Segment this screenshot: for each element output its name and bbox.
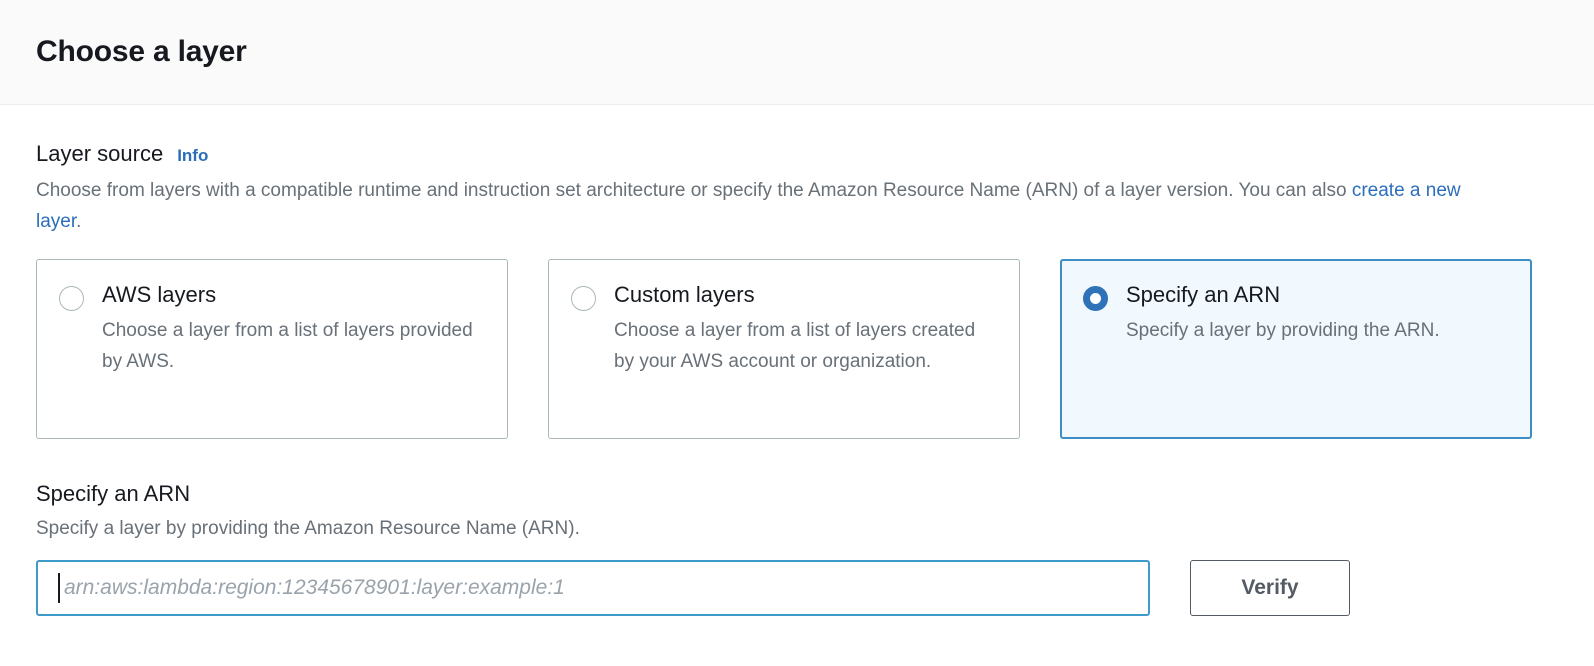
arn-input[interactable] xyxy=(36,560,1150,617)
radio-card-aws-layers-text: AWS layers Choose a layer from a list of… xyxy=(102,282,483,438)
radio-card-aws-layers-description: Choose a layer from a list of layers pro… xyxy=(102,319,473,372)
radio-icon-custom-layers[interactable] xyxy=(571,285,596,311)
layer-source-description: Choose from layers with a compatible run… xyxy=(36,176,1476,238)
text-cursor xyxy=(58,573,60,604)
layer-source-description-text-2: . xyxy=(76,210,82,232)
arn-input-wrapper xyxy=(36,560,1150,617)
radio-card-specify-arn-description: Specify a layer by providing the ARN. xyxy=(1126,319,1440,341)
arn-section-heading: Specify an ARN xyxy=(36,480,191,506)
create-new-layer-link[interactable]: create a new layer xyxy=(36,180,1461,232)
verify-button[interactable]: Verify xyxy=(1190,560,1350,617)
radio-card-custom-layers-label: Custom layers xyxy=(614,281,755,307)
radio-card-aws-layers[interactable]: AWS layers Choose a layer from a list of… xyxy=(36,258,508,439)
radio-card-aws-layers-label: AWS layers xyxy=(102,281,217,307)
radio-card-custom-layers[interactable]: Custom layers Choose a layer from a list… xyxy=(548,258,1020,439)
arn-input-row: Verify xyxy=(36,560,1558,617)
radio-icon-aws-layers[interactable] xyxy=(59,285,84,311)
arn-section-description: Specify a layer by providing the Amazon … xyxy=(36,517,580,539)
layer-source-options: AWS layers Choose a layer from a list of… xyxy=(36,258,1558,439)
radio-card-specify-arn[interactable]: Specify an ARN Specify a layer by provid… xyxy=(1060,258,1532,439)
layer-source-label-row: Layer source Info xyxy=(36,141,1558,167)
arn-section: Specify an ARN Specify a layer by provid… xyxy=(36,481,1558,617)
radio-card-specify-arn-label: Specify an ARN xyxy=(1126,281,1281,307)
layer-source-info-link[interactable]: Info xyxy=(177,146,209,165)
layer-source-description-text-1: Choose from layers with a compatible run… xyxy=(36,180,1352,201)
page-title: Choose a layer xyxy=(36,35,247,68)
radio-card-custom-layers-text: Custom layers Choose a layer from a list… xyxy=(614,282,995,438)
radio-card-custom-layers-description: Choose a layer from a list of layers cre… xyxy=(614,319,976,372)
dialog-body: Layer source Info Choose from layers wit… xyxy=(0,105,1594,617)
radio-icon-specify-arn[interactable] xyxy=(1083,285,1108,311)
radio-card-specify-arn-text: Specify an ARN Specify a layer by provid… xyxy=(1126,282,1440,437)
layer-source-label: Layer source xyxy=(36,141,164,166)
dialog-header: Choose a layer xyxy=(0,0,1594,105)
